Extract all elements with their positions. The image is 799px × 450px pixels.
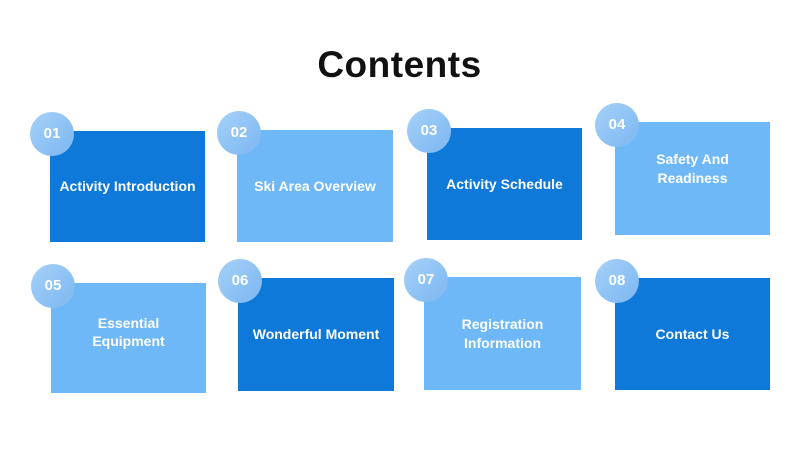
card-label: Contact Us bbox=[655, 325, 730, 342]
card-label: Activity Schedule bbox=[446, 175, 563, 192]
card-label: Essential Equipment bbox=[92, 314, 165, 349]
contents-card-activity-introduction[interactable]: 01 Activity Introduction bbox=[30, 112, 205, 242]
badge-number: 01 bbox=[43, 125, 61, 143]
contents-card-registration-information[interactable]: 07 Registration Information bbox=[404, 258, 581, 390]
card-label: Activity Introduction bbox=[59, 178, 196, 195]
number-badge: 05 bbox=[31, 264, 75, 308]
number-badge: 02 bbox=[217, 111, 261, 155]
number-badge: 04 bbox=[595, 103, 639, 147]
badge-number: 08 bbox=[608, 272, 626, 290]
badge-number: 04 bbox=[608, 116, 626, 134]
contents-card-safety-and-readiness[interactable]: 04 Safety And Readiness bbox=[595, 103, 770, 235]
contents-card-essential-equipment[interactable]: 05 Essential Equipment bbox=[31, 264, 206, 393]
number-badge: 01 bbox=[30, 112, 74, 156]
card-label: Wonderful Moment bbox=[252, 326, 380, 343]
number-badge: 07 bbox=[404, 258, 448, 302]
page-title: Contents bbox=[317, 44, 482, 85]
card-label: Safety And Readiness bbox=[656, 151, 729, 186]
contents-card-ski-area-overview[interactable]: 02 Ski Area Overview bbox=[217, 111, 393, 242]
contents-card-wonderful-moment[interactable]: 06 Wonderful Moment bbox=[218, 259, 394, 391]
card-label: Registration Information bbox=[461, 316, 544, 351]
badge-number: 03 bbox=[420, 122, 438, 140]
card-label: Ski Area Overview bbox=[254, 177, 376, 194]
contents-card-contact-us[interactable]: 08 Contact Us bbox=[595, 259, 770, 390]
badge-number: 07 bbox=[417, 271, 435, 289]
number-badge: 06 bbox=[218, 259, 262, 303]
contents-card-activity-schedule[interactable]: 03 Activity Schedule bbox=[407, 109, 582, 240]
number-badge: 03 bbox=[407, 109, 451, 153]
badge-number: 06 bbox=[231, 272, 249, 290]
badge-number: 02 bbox=[230, 124, 248, 142]
number-badge: 08 bbox=[595, 259, 639, 303]
badge-number: 05 bbox=[44, 277, 62, 295]
